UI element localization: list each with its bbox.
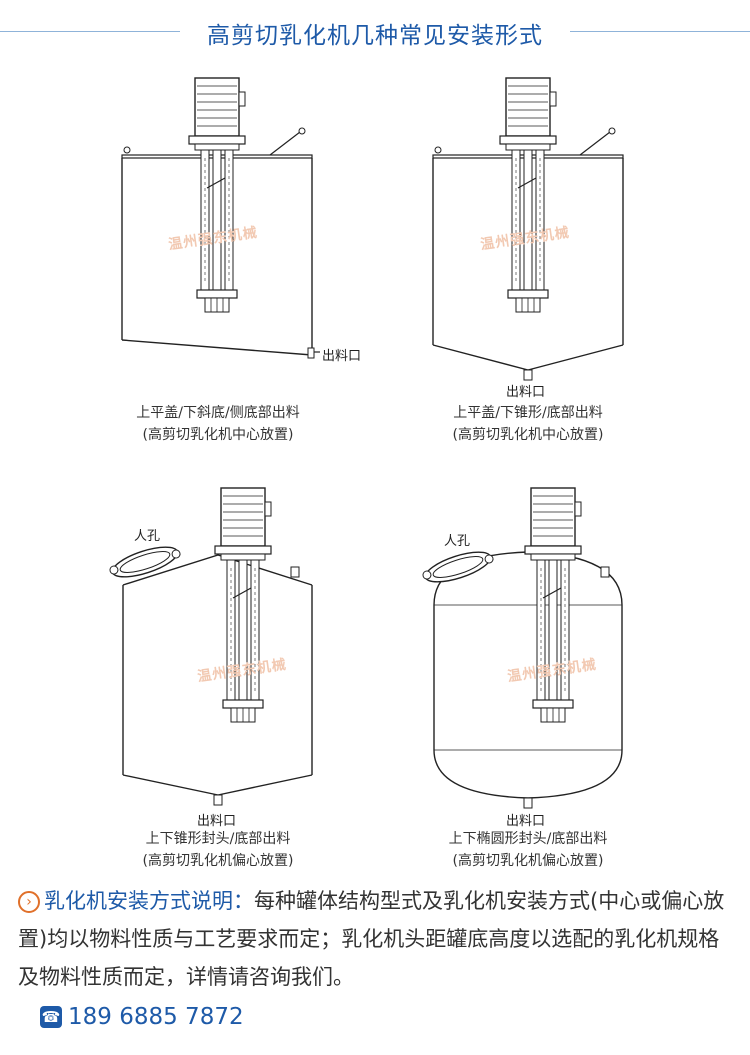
tank-3-caption-line2: (高剪切乳化机偏心放置)	[142, 853, 294, 869]
tank-4-caption-line1: 上下椭圆形封头/底部出料	[448, 831, 608, 847]
tank-1-outlet-label: 出料口	[322, 349, 362, 364]
tank-1-caption-line2: (高剪切乳化机中心放置)	[142, 427, 294, 443]
tank-4-caption-line2: (高剪切乳化机偏心放置)	[452, 853, 604, 869]
tank-2-outlet-label: 出料口	[506, 385, 546, 400]
tank-2-caption-line2: (高剪切乳化机中心放置)	[452, 427, 604, 443]
tank-1-caption: 上平盖/下斜底/侧底部出料 (高剪切乳化机中心放置)	[68, 402, 368, 446]
tank-1	[121, 77, 320, 359]
tank-2-caption: 上平盖/下锥形/底部出料 (高剪切乳化机中心放置)	[378, 402, 678, 446]
tank-4-outlet-label: 出料口	[506, 814, 546, 829]
tank-1-caption-line1: 上平盖/下斜底/侧底部出料	[136, 405, 300, 421]
tank-2-caption-line1: 上平盖/下锥形/底部出料	[453, 405, 603, 421]
installation-description: ›乳化机安装方式说明：每种罐体结构型式及乳化机安装方式(中心或偏心放置)均以物料…	[18, 882, 730, 996]
tank-3-caption-line1: 上下锥形封头/底部出料	[145, 831, 291, 847]
tank-3-outlet-label: 出料口	[197, 814, 237, 829]
title-row: 高剪切乳化机几种常见安装形式	[0, 14, 750, 50]
tank-3	[106, 487, 313, 806]
tank-4-manhole-label: 人孔	[444, 534, 471, 549]
page-title: 高剪切乳化机几种常见安装形式	[207, 23, 543, 49]
phone-icon: ☎	[40, 1006, 62, 1028]
description-body: 每种罐体结构型式及乳化机安装方式(中心或偏心放置)均以物料性质与工艺要求而定；乳…	[18, 889, 725, 989]
tank-2	[432, 77, 624, 381]
chevron-right-icon: ›	[18, 891, 40, 913]
title-divider-right	[570, 31, 750, 32]
description-heading: 乳化机安装方式说明：	[44, 889, 254, 913]
installation-diagram	[106, 77, 624, 809]
tank-3-manhole-label: 人孔	[134, 529, 161, 544]
title-divider-left	[0, 31, 180, 32]
tank-3-caption: 上下锥形封头/底部出料 (高剪切乳化机偏心放置)	[68, 828, 368, 872]
tank-4-caption: 上下椭圆形封头/底部出料 (高剪切乳化机偏心放置)	[378, 828, 678, 872]
tank-4	[419, 487, 623, 809]
contact-phone: ☎ 189 6885 7872	[40, 1004, 244, 1030]
phone-number[interactable]: 189 6885 7872	[68, 1004, 244, 1030]
